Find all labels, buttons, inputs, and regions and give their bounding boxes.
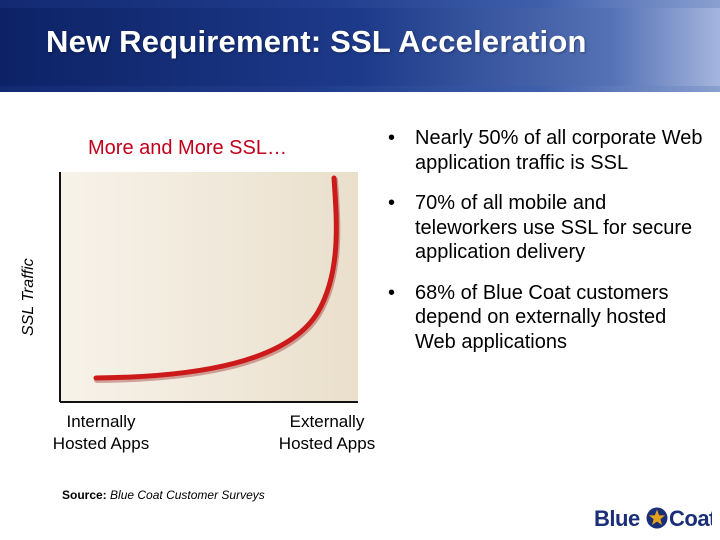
bullet-item: • Nearly 50% of all corporate Web applica… — [386, 126, 706, 175]
star-icon — [646, 507, 668, 529]
logo-text-left: Blue — [594, 506, 640, 531]
bullet-list: • Nearly 50% of all corporate Web applica… — [386, 126, 706, 370]
bullet-text: Nearly 50% of all corporate Web applicat… — [415, 127, 703, 174]
chart-plot — [59, 172, 358, 403]
x-tick-internally-hosted: Internally Hosted Apps — [36, 411, 166, 455]
chart-title: More and More SSL… — [88, 137, 287, 159]
x-tick-left-line1: Internally — [66, 412, 136, 431]
bullet-dot-icon: • — [388, 281, 396, 304]
bullet-item: • 68% of Blue Coat customers depend on ex… — [386, 281, 706, 355]
bullet-dot-icon: • — [388, 192, 396, 214]
title-band — [0, 8, 720, 86]
blue-coat-logo: Blue Coat — [594, 506, 712, 531]
source-text: Blue Coat Customer Surveys — [110, 488, 265, 502]
x-tick-left-line2: Hosted Apps — [52, 434, 150, 453]
x-tick-right-line2: Hosted Apps — [278, 434, 376, 453]
x-tick-right-line1: Externally — [289, 412, 365, 431]
logo-text-right: Coat — [669, 506, 712, 531]
bullet-dot-icon: • — [388, 127, 396, 149]
chart-y-axis-label: SSL Traffic — [20, 258, 37, 336]
plot-background — [60, 172, 358, 402]
bullet-item: • 70% of all mobile and teleworkers use S… — [386, 191, 706, 265]
source-note: Source: Blue Coat Customer Surveys — [62, 488, 265, 502]
ssl-growth-curve — [93, 175, 339, 381]
x-tick-externally-hosted: Externally Hosted Apps — [268, 411, 386, 455]
source-label: Source: — [62, 488, 107, 502]
bullet-text: 68% of Blue Coat customers depend on ext… — [415, 281, 669, 353]
bullet-text: 70% of all mobile and teleworkers use SS… — [415, 192, 693, 263]
slide-title: New Requirement: SSL Acceleration — [46, 24, 587, 59]
